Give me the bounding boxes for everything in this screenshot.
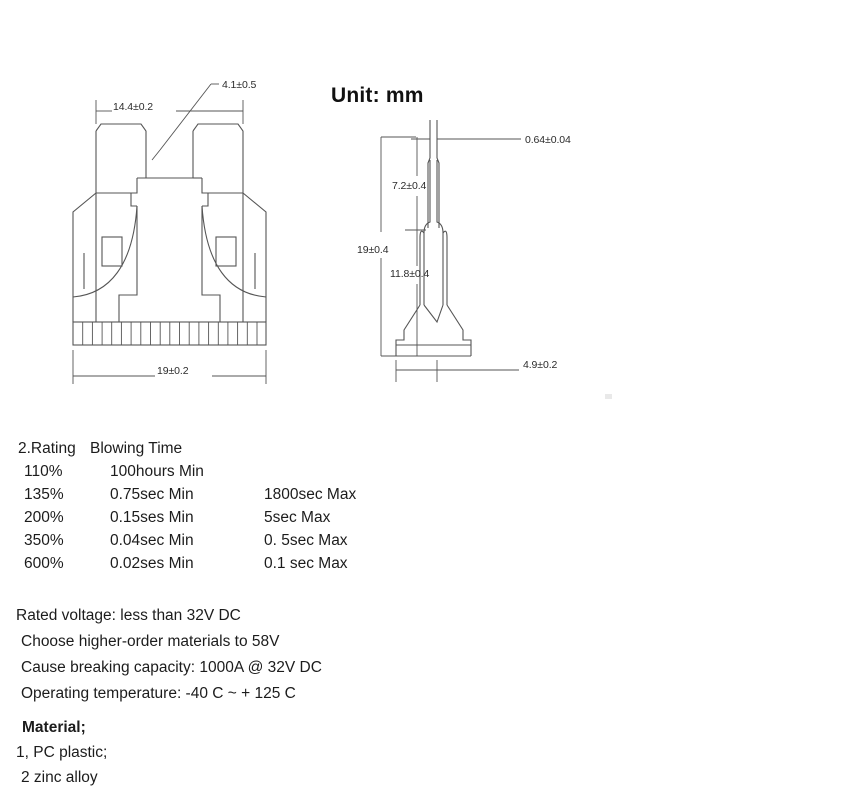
front-view-geometry — [72, 83, 267, 384]
spec-rated-voltage: Rated voltage: less than 32V DC — [16, 607, 241, 624]
column-header-blowing-time: Blowing Time — [90, 440, 183, 457]
rating-max-time — [260, 463, 356, 486]
dimension-label-pin-length: 7.2±0.4 — [392, 180, 427, 192]
base-inner-vee — [423, 304, 444, 324]
body-corner-right — [442, 230, 448, 239]
spec-operating-temperature: Operating temperature: -40 C ~ + 125 C — [21, 685, 296, 702]
rating-max-time: 0. 5sec Max — [264, 532, 348, 549]
rating-blowing-time-table: 2.Rating Blowing Time 110% 100hours Min … — [18, 440, 356, 578]
dimension-label-terminal-thickness: 0.64±0.04 — [525, 134, 571, 146]
rating-max-time: 1800sec Max — [264, 486, 357, 503]
rating-min-time: 0.15ses Min — [110, 509, 194, 526]
body-corner-left — [419, 230, 425, 239]
rating-percent: 200% — [24, 509, 64, 526]
shank-left-edge — [427, 157, 431, 228]
table-row: 600% 0.02ses Min 0.1 sec Max — [18, 555, 356, 578]
scan-artifact — [605, 394, 612, 399]
shank-right-edge — [436, 157, 440, 228]
element-arc-left — [72, 205, 138, 298]
left-blade-outline — [95, 123, 147, 179]
rating-percent: 600% — [24, 555, 64, 572]
base-flare-right — [446, 304, 472, 356]
element-arc-right — [201, 205, 267, 298]
table-row: 350% 0.04sec Min 0. 5sec Max — [18, 532, 356, 555]
center-notch-right — [201, 178, 209, 207]
side-view-geometry — [380, 120, 521, 382]
center-rib-right — [201, 206, 221, 322]
dimension-label-width-overall: 19±0.2 — [157, 365, 189, 377]
dim-line-19-width — [72, 350, 267, 384]
table-row: 135% 0.75sec Min 1800sec Max — [18, 486, 356, 509]
column-header-rating: 2.Rating — [18, 440, 76, 457]
electrical-specification-list: Rated voltage: less than 32V DC Choose h… — [16, 603, 322, 707]
dimension-label-base-width: 4.9±0.2 — [523, 359, 558, 371]
dimension-label-height-overall: 19±0.4 — [357, 244, 389, 256]
technical-drawing-svg — [72, 83, 521, 384]
dimension-label-width-blade-span: 14.4±0.2 — [113, 101, 153, 113]
material-item: 2 zinc alloy — [21, 769, 98, 786]
rating-min-time: 100hours Min — [110, 463, 204, 480]
rating-percent: 135% — [24, 486, 64, 503]
rating-percent: 110% — [24, 463, 63, 480]
material-item: 1, PC plastic; — [16, 744, 108, 761]
center-notch-left — [130, 178, 138, 207]
rating-min-time: 0.75sec Min — [110, 486, 194, 503]
technical-drawing-area: Unit: mm 14.4±0.2 4.1±0.5 19±0.2 0.64±0.… — [72, 79, 571, 384]
window-detail-left — [101, 236, 123, 267]
spec-higher-order-materials: Choose higher-order materials to 58V — [21, 633, 280, 650]
unit-label: Unit: mm — [331, 84, 424, 107]
dim-line-4-9 — [395, 360, 519, 382]
spec-breaking-capacity: Cause breaking capacity: 1000A @ 32V DC — [21, 659, 322, 676]
table-header-row: 2.Rating Blowing Time — [18, 440, 356, 463]
rating-min-time: 0.02ses Min — [110, 555, 194, 572]
table-row: 110% 100hours Min — [18, 463, 356, 486]
housing-right-edge — [242, 192, 267, 322]
body-inner-left — [423, 160, 431, 234]
dim-line-11-8 — [405, 230, 426, 357]
table-row: 200% 0.15ses Min 5sec Max — [18, 509, 356, 532]
base-comb-teeth — [82, 322, 258, 345]
dimension-label-body-height: 11.8±0.4 — [390, 268, 430, 280]
dim-line-14-4 — [95, 100, 244, 124]
rating-min-time: 0.04sec Min — [110, 532, 194, 549]
dimension-label-gap-between-blades: 4.1±0.5 — [222, 79, 257, 91]
dim-line-7-2 — [405, 137, 426, 231]
leader-line-4-1 — [151, 83, 219, 161]
right-blade-outline — [192, 123, 244, 193]
material-section-title: Material; — [22, 719, 86, 736]
window-detail-right — [215, 236, 237, 267]
rating-percent: 350% — [24, 532, 64, 549]
body-inner-right — [436, 160, 444, 234]
base-flare-left — [395, 304, 421, 356]
rating-max-time: 5sec Max — [264, 509, 331, 526]
housing-left-edge — [72, 192, 97, 322]
center-rib-left — [118, 206, 138, 322]
material-section: Material; 1, PC plastic; 2 zinc alloy — [16, 715, 107, 790]
rating-max-time: 0.1 sec Max — [264, 555, 348, 572]
